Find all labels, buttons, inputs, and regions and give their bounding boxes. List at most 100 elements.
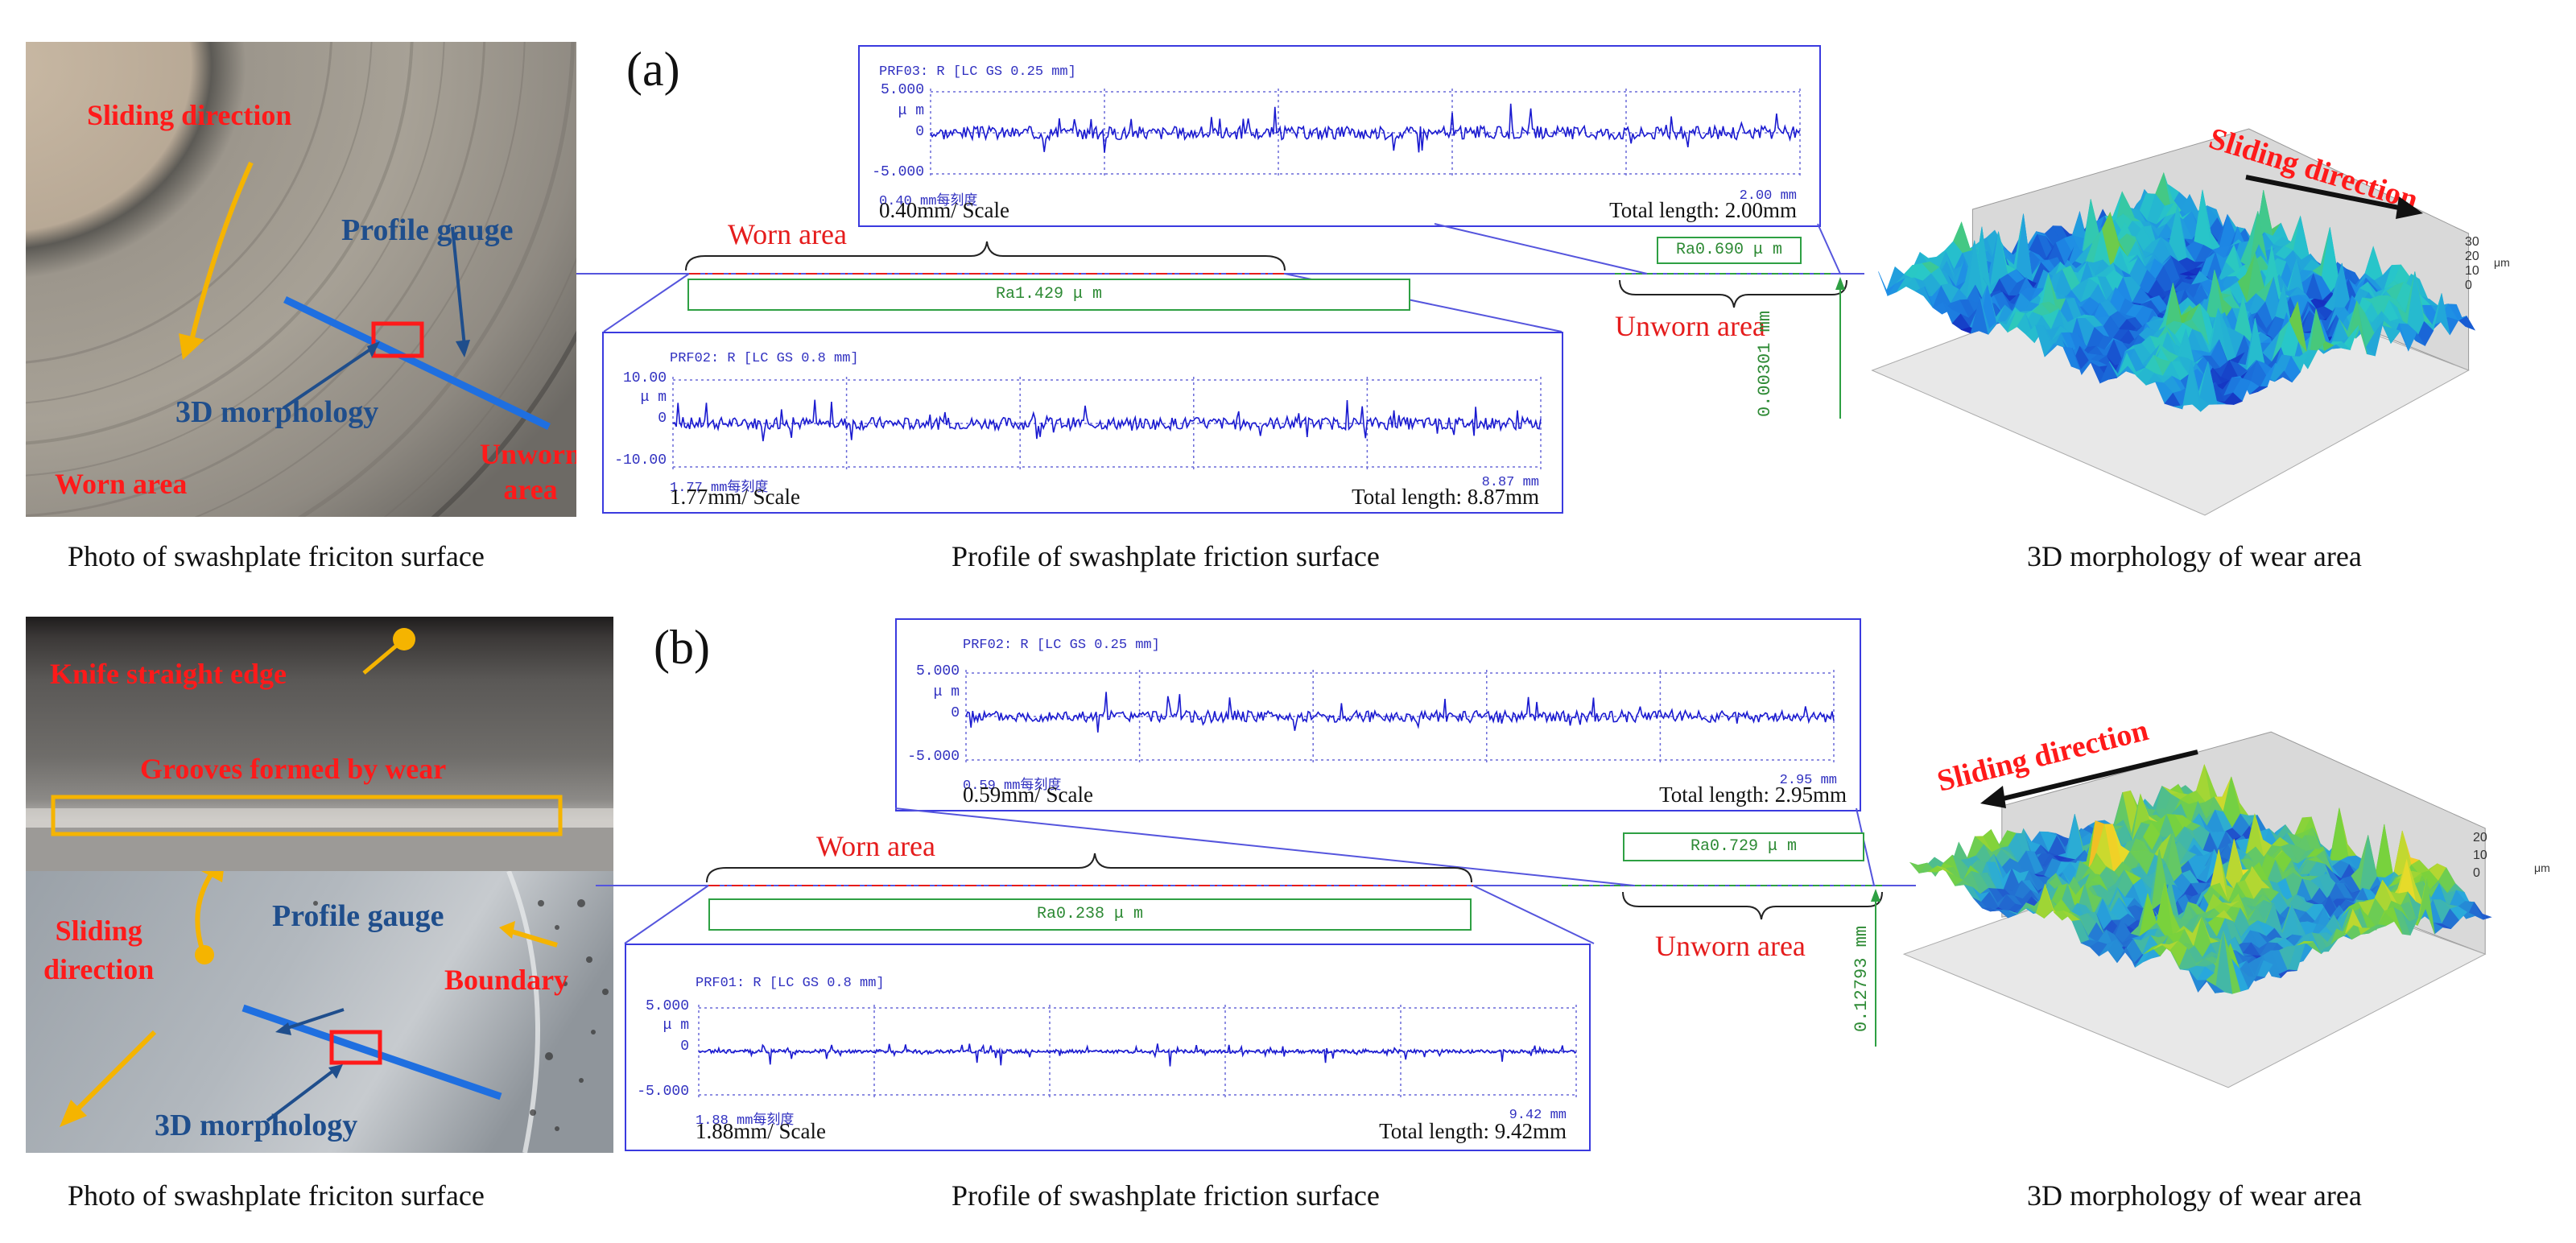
top-plot-trace-b (965, 670, 1835, 763)
bottom-plot-header-a: PRF02: R [LC GS 0.8 mm] (670, 351, 859, 366)
top-plot-xend-a: 2.00 mm (1739, 188, 1797, 204)
top-plot-b: PRF02: R [LC GS 0.25 mm] 5.000 μ m 0 -5.… (895, 618, 1861, 811)
ra-worn-box-b: Ra0.238 μ m (708, 898, 1472, 931)
profile-caption-b: Profile of swashplate friction surface (952, 1179, 1380, 1212)
vertical-scale-a: 0.00301 mm (1755, 310, 1775, 417)
top-plot-scale-b: 0.59mm/ Scale (963, 783, 1093, 807)
top-plot-yunit-b: μ m (933, 684, 960, 700)
top-plot-xstart-b: 0.59 mm每刻度 (963, 778, 1062, 794)
top-plot-yzero-a: 0 (915, 124, 924, 140)
photo-b-top-annotations (51, 628, 563, 836)
knife-edge-label-b: Knife straight edge (50, 658, 287, 690)
unworn-area-label-b: Unworn area (1655, 930, 1806, 962)
sliding-arrow-a (188, 161, 254, 345)
morphology-3d-b (1902, 731, 2492, 1088)
bottom-plot-trace-a (672, 377, 1542, 470)
top-plot-ybottom-b: -5.000 (907, 749, 960, 765)
ztick: 30 (2465, 235, 2479, 249)
profile-caption-a: Profile of swashplate friction surface (952, 540, 1380, 572)
ztick: 20 (2465, 250, 2479, 263)
morphology-box-a (371, 321, 424, 358)
top-plot-yzero-b: 0 (951, 705, 960, 721)
grooves-label-b: Grooves formed by wear (140, 753, 447, 785)
plot-grid (965, 670, 1835, 763)
bottom-plot-a: PRF02: R [LC GS 0.8 mm] 10.00 μ m 0 -10.… (602, 332, 1563, 514)
morph-arrow-b (1980, 750, 2198, 808)
bottom-plot-yzero-a: 0 (658, 411, 667, 427)
photo-caption-b: Photo of swashplate friciton surface (68, 1179, 485, 1212)
profile-gauge-line-b (242, 1004, 502, 1101)
ra-worn-box-a: Ra1.429 μ m (687, 279, 1410, 311)
morphology-box-b (329, 1030, 382, 1065)
ztick: 20 (2473, 831, 2487, 844)
photo-caption-a: Photo of swashplate friciton surface (68, 540, 485, 572)
bottom-plot-b: PRF01: R [LC GS 0.8 mm] 5.000 μ m 0 -5.0… (625, 944, 1591, 1151)
ztick: 0 (2465, 279, 2472, 292)
profile-trace (672, 399, 1542, 442)
profile-gauge-label-b: Profile gauge (272, 899, 444, 933)
sliding-line2-b: direction (43, 953, 155, 985)
morph-caption-b: 3D morphology of wear area (2027, 1179, 2362, 1212)
morph-caption-a: 3D morphology of wear area (2027, 540, 2362, 572)
sliding-arrowhead-a (179, 333, 204, 360)
ztick: 0 (2473, 866, 2480, 880)
profile-gauge-line-a (283, 295, 551, 431)
bottom-plot-scale-a: 1.77mm/ Scale (670, 485, 800, 509)
unworn-area-label-a: Unworn area (1615, 310, 1765, 342)
overview-b (596, 807, 1916, 1047)
morphology-label-a: 3D morphology (175, 395, 379, 429)
profile-gauge-label-a: Profile gauge (341, 213, 514, 247)
zunit-b: μm (2534, 861, 2550, 874)
bottom-plot-xstart-b: 1.88 mm每刻度 (696, 1113, 795, 1129)
unworn-area-label-photo-a: Unworn area (480, 436, 576, 507)
photo-b-bottom-annotations (60, 871, 558, 1127)
panel-label-b: (b) (654, 621, 710, 674)
morph-arrow-a (2245, 175, 2423, 219)
bottom-plot-yzero-b: 0 (680, 1039, 689, 1055)
top-plot-ybottom-a: -5.000 (872, 164, 924, 180)
zunit-a: μm (2494, 256, 2510, 269)
profile-trace (698, 1043, 1577, 1067)
morphology-3d-a (1871, 128, 2476, 516)
top-plot-xstart-a: 0.40 mm每刻度 (879, 194, 978, 209)
grooves-box-b (51, 795, 563, 836)
bottom-plot-yunit-b: μ m (663, 1018, 689, 1034)
top-plot-header-a: PRF03: R [LC GS 0.25 mm] (879, 64, 1076, 80)
bottom-plot-xend-b: 9.42 mm (1509, 1108, 1567, 1123)
bottom-plot-ytop-a: 10.00 (622, 370, 667, 386)
morphology-label-b: 3D morphology (155, 1109, 358, 1142)
bottom-plot-trace-b (698, 1005, 1577, 1098)
worn-area-label-b: Worn area (816, 830, 936, 862)
photo-b-top: Knife straight edge Grooves formed by we… (26, 617, 613, 871)
panel-label-a: (a) (626, 43, 680, 96)
top-plot-total-b: Total length: 2.95mm (1659, 783, 1847, 807)
bottom-plot-scale-b: 1.88mm/ Scale (696, 1119, 826, 1143)
ztick: 10 (2473, 849, 2487, 862)
sliding-arrow-b (72, 1030, 157, 1115)
top-plot-yunit-a: μ m (898, 103, 924, 119)
bottom-plot-xend-a: 8.87 mm (1481, 475, 1539, 490)
photo-a-annotations (179, 161, 551, 431)
photo-a: Sliding direction Profile gauge 3D morph… (26, 42, 576, 517)
vertical-scale-b: 0.12793 mm (1852, 925, 1872, 1032)
top-plot-trace-a (930, 89, 1801, 177)
photo-a-surface (26, 42, 576, 517)
top-plot-a: PRF03: R [LC GS 0.25 mm] 5.000 μ m 0 -5.… (858, 45, 1821, 227)
bottom-plot-total-b: Total length: 9.42mm (1379, 1119, 1567, 1143)
ra-unworn-box-a: Ra0.690 μ m (1657, 237, 1802, 264)
ztick: 10 (2465, 264, 2479, 278)
worn-area-label-photo-a: Worn area (55, 468, 188, 500)
morph-surface (1909, 763, 2492, 994)
plot-grid (672, 377, 1542, 470)
zticks-a: 30 20 10 0 (2465, 235, 2479, 293)
bottom-plot-yunit-a: μ m (640, 390, 667, 406)
top-plot-xend-b: 2.95 mm (1779, 773, 1837, 788)
sliding-label-b: Sliding direction (43, 911, 154, 989)
zticks-b: 20 10 0 (2473, 829, 2487, 882)
bottom-plot-ybottom-b: -5.000 (637, 1084, 689, 1100)
sliding-direction-label-a: Sliding direction (87, 99, 292, 131)
morph-surface (1878, 171, 2476, 412)
bottom-plot-total-a: Total length: 8.87mm (1352, 485, 1539, 509)
bottom-plot-xstart-a: 1.77 mm每刻度 (670, 481, 769, 496)
boundary-label-b: Boundary (444, 964, 569, 996)
